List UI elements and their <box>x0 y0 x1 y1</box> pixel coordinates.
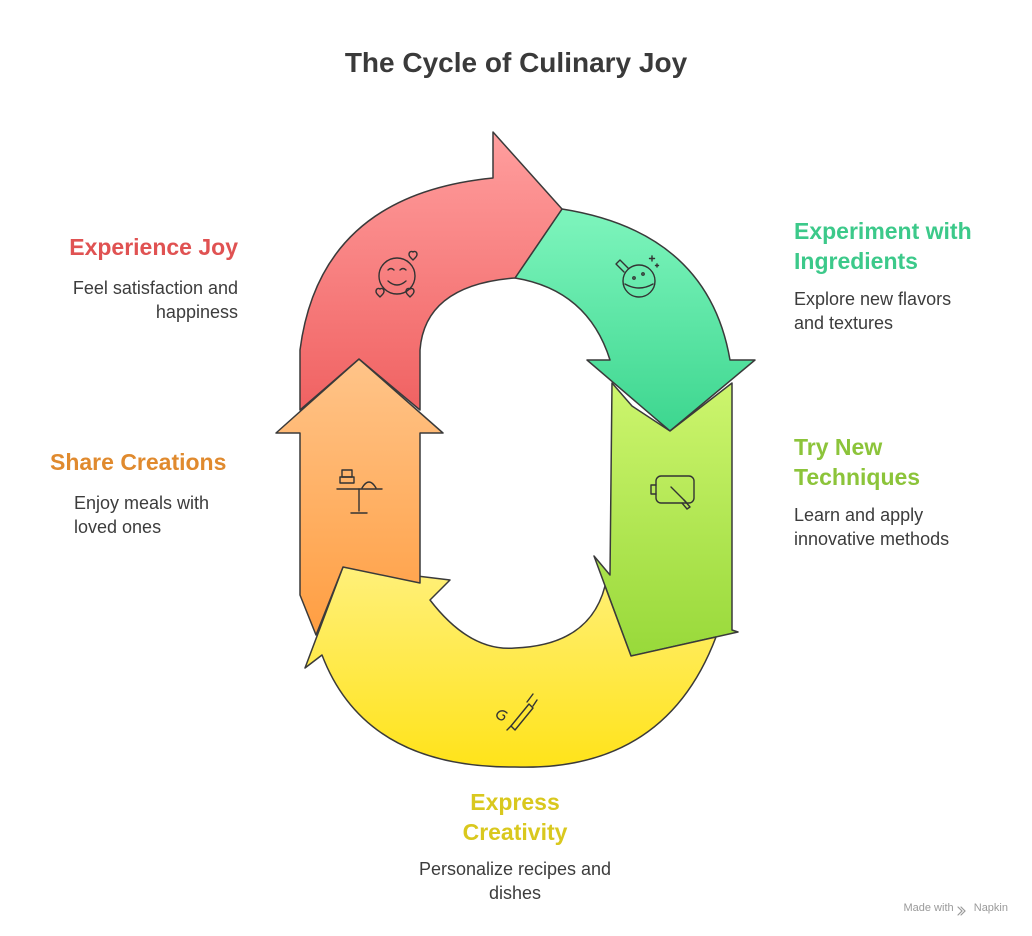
stage-title-share: Share Creations <box>50 449 227 475</box>
stage-title-creativity: Express Creativity <box>462 789 568 845</box>
flask-icon <box>615 255 660 298</box>
stage-desc-techniques: Learn and apply innovative methods <box>794 505 950 549</box>
napkin-logo-icon <box>957 906 966 916</box>
stage-title-experiment: Experiment with Ingredients <box>794 218 972 274</box>
arrow-joy <box>299 131 563 411</box>
diagram-title: The Cycle of Culinary Joy <box>344 47 688 78</box>
happy-face-hearts-icon <box>375 250 418 298</box>
arrow-experiment <box>514 208 756 432</box>
stage-desc-creativity: Personalize recipes and dishes <box>418 859 612 903</box>
stage-title-techniques: Try New Techniques <box>794 434 921 490</box>
cake-stand-icon <box>336 469 383 514</box>
stage-title-joy: Experience Joy <box>69 234 238 260</box>
stage-desc-experiment: Explore new flavors and textures <box>794 289 952 333</box>
arrow-techniques <box>593 382 739 657</box>
piping-bag-icon <box>496 693 538 731</box>
stage-desc-share: Enjoy meals with loved ones <box>74 493 210 537</box>
footer-brand: Napkin <box>973 902 1008 914</box>
cutting-board-knife-icon <box>650 475 695 510</box>
arrow-creativity <box>304 566 717 768</box>
footer-made-with: Made with <box>903 902 954 914</box>
stage-desc-joy: Feel satisfaction and happiness <box>72 278 238 322</box>
footer-credit: Made with Napkin <box>903 902 1008 914</box>
